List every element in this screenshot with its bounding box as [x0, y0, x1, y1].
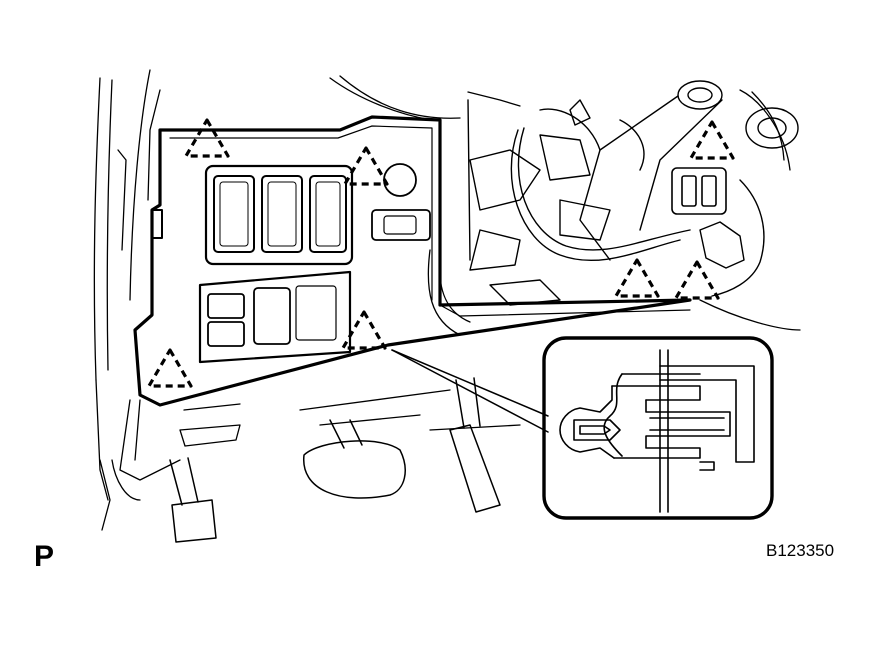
figure-id-label: B123350 — [766, 541, 835, 560]
dashed-triangle-icon — [341, 310, 387, 350]
dashed-triangle-icon — [689, 120, 735, 160]
side-controls — [371, 163, 431, 241]
view-marker-label: P — [34, 540, 55, 573]
pedals — [169, 377, 501, 543]
wire-harness — [467, 99, 765, 306]
lower-panel-outline — [133, 115, 692, 407]
clip-detail-icon — [559, 349, 755, 513]
upper-switch-bezel — [204, 164, 354, 266]
dashed-triangle-icon — [184, 118, 230, 158]
left-pillar-lines — [93, 69, 161, 501]
dashed-triangle-icon — [147, 348, 193, 388]
dash-top-lines — [329, 75, 801, 336]
lower-panel-inner-edge — [169, 125, 691, 317]
detail-leader-lines — [391, 349, 549, 433]
lower-switch-bezel — [198, 270, 352, 364]
dashed-triangle-icon — [343, 146, 389, 186]
panel-side-tab — [151, 209, 163, 239]
dashed-triangle-icon — [674, 260, 720, 300]
clip-detail-frame — [542, 336, 774, 520]
under-dash-lines — [99, 389, 521, 531]
steering-column — [539, 80, 799, 261]
right-switch-block — [671, 167, 727, 215]
dashed-triangle-icon — [614, 258, 660, 298]
